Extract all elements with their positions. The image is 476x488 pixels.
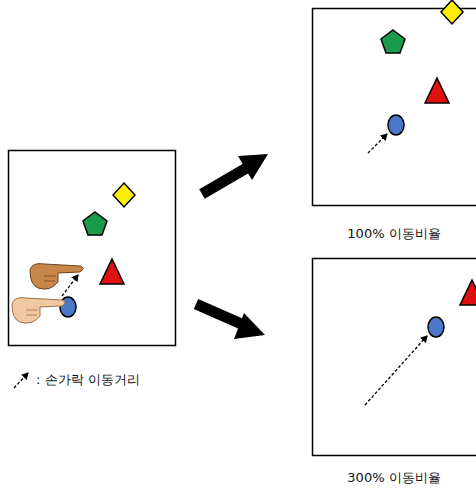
diamond [113,183,135,207]
finger-path [365,336,427,405]
caption-label: 300% 이동비율 [347,470,440,486]
diamond [441,0,463,24]
hand-after [30,264,83,290]
screen-before [9,151,176,346]
screen-100 [313,9,476,206]
legend-sample [14,373,28,388]
pentagon [381,30,405,53]
finger-path [368,134,387,153]
transition-arrow [202,154,268,194]
finger-path [62,275,78,296]
pentagon [83,212,107,235]
triangle [425,78,449,103]
triangle [100,259,124,284]
hand-before [12,298,65,324]
triangle [460,280,476,305]
circle [388,115,404,135]
circle [428,317,444,337]
caption-label: 100% 이동비율 [347,226,440,242]
transition-arrow [196,304,265,339]
legend-text: : 손가락 이동거리 [36,372,140,388]
screen-300 [313,259,476,456]
